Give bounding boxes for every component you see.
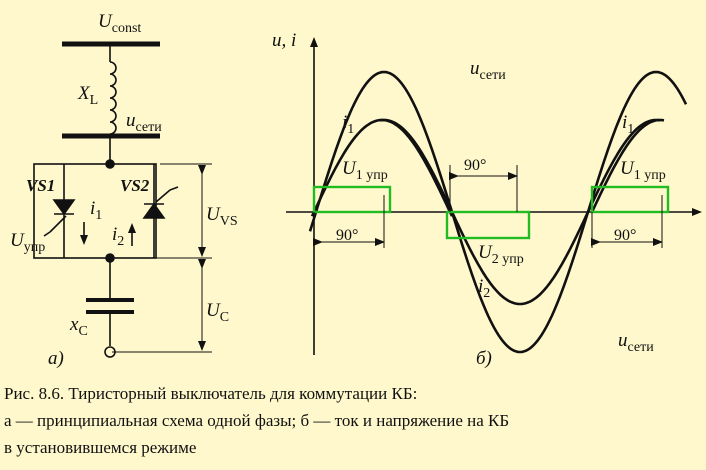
panel-a-label: а)	[48, 348, 64, 369]
circuit-schematic	[33, 41, 212, 358]
u1upr-left-label: U1 упр	[342, 158, 388, 183]
u-seti-curve	[308, 70, 688, 354]
i2-curve	[379, 118, 661, 306]
caption-line-2: а — принципиальная схема одной фазы; б —…	[4, 411, 510, 430]
u-upr-label: Uупр	[10, 230, 45, 255]
xc-label: xC	[69, 314, 88, 339]
i2-label: i2	[478, 276, 490, 301]
i1-right-label: i1	[622, 112, 634, 137]
u1upr-right-label: U1 упр	[620, 158, 666, 183]
u-c-label: UC	[206, 300, 229, 325]
thyristor-vs1	[43, 164, 76, 258]
u-vs-label: UVS	[206, 204, 238, 229]
pulse-u2upr	[445, 210, 531, 240]
vs2-label: VS2	[120, 176, 150, 195]
vs1-label: VS1	[26, 176, 55, 195]
thyristor-vs2	[142, 164, 179, 258]
inductor	[109, 61, 117, 135]
xl-label: XL	[77, 83, 98, 108]
panel-b-label: б)	[476, 348, 492, 369]
caption-line-1: Рис. 8.6. Тиристорный выключатель для ко…	[4, 384, 418, 403]
u-seti-top-label: uсети	[470, 58, 506, 83]
waveform-plot	[286, 37, 702, 355]
angle-right-label: 90°	[614, 227, 636, 244]
figure: Uconst XL uсети VS1 VS2 i1 i2 Uупр UVS U…	[10, 11, 702, 369]
axis-label: u, i	[272, 30, 296, 51]
angle-left-label: 90°	[336, 227, 358, 244]
pulse-u1upr-left	[312, 185, 392, 214]
i1-label: i1	[90, 198, 102, 223]
figure-caption: Рис. 8.6. Тиристорный выключатель для ко…	[4, 380, 704, 461]
i2-label: i2	[112, 224, 124, 249]
u-seti-bottom-label: uсети	[618, 330, 654, 355]
u-seti-label: uсети	[126, 110, 162, 135]
i1-left-label: i1	[342, 112, 354, 137]
u2upr-label: U2 упр	[478, 242, 524, 267]
angle-middle-label: 90°	[464, 157, 486, 174]
caption-line-3: в установившемся режиме	[4, 438, 197, 457]
u-const-label: Uconst	[98, 11, 141, 36]
pulse-u1upr-right	[590, 185, 670, 214]
